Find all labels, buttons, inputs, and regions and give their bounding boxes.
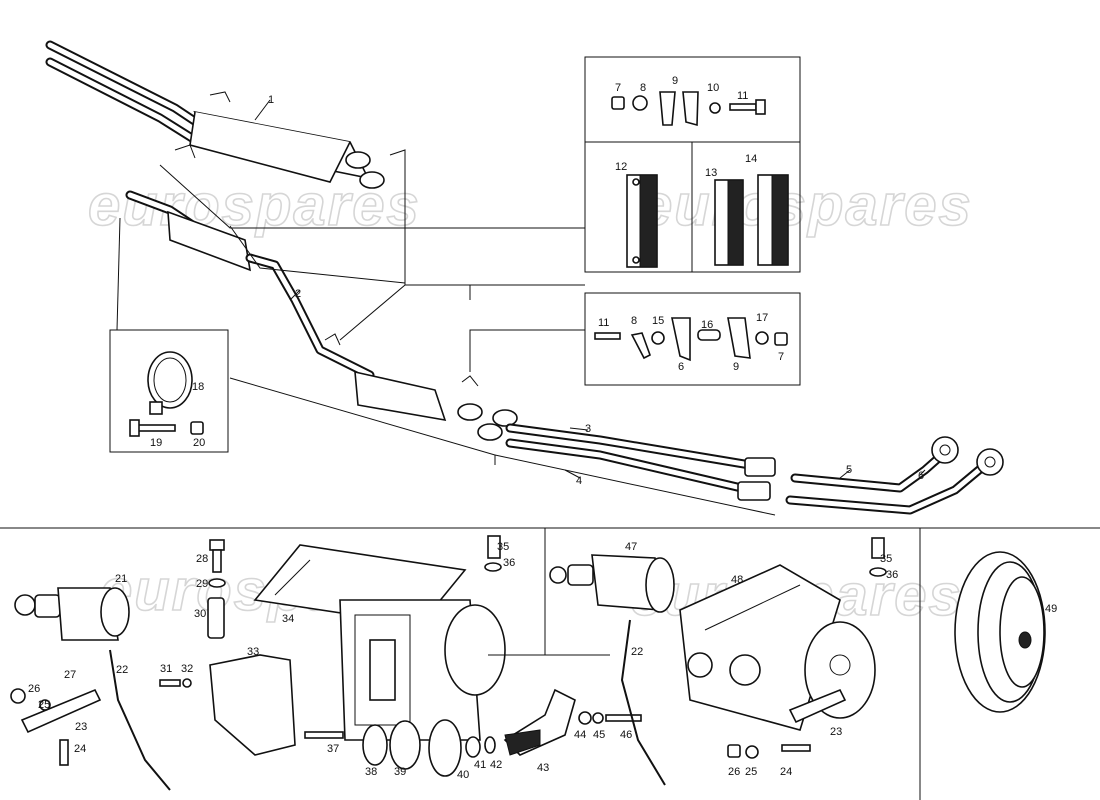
right-compressor-group [549,537,887,786]
callout-7-top: 7 [615,82,621,94]
callout-1: 1 [268,94,274,106]
callout-5: 5 [846,464,852,476]
clamp-box [109,329,229,453]
callout-47: 47 [625,541,637,553]
callout-6-exhaust: 6 [918,470,924,482]
hardware-box-plates-right [691,141,801,273]
watermark-right: eurospares [640,173,973,238]
hardware-box-top [584,56,801,143]
callout-27: 27 [64,669,76,681]
callout-42: 42 [490,759,502,771]
callout-22-left: 22 [116,664,128,676]
callout-26-right: 26 [728,766,740,778]
callout-labels: 1 2 3 4 5 6 7 8 9 10 11 12 13 14 11 8 15… [28,75,1057,781]
callout-11-top: 11 [737,90,748,102]
callout-46: 46 [620,729,632,741]
callout-39: 39 [394,766,406,778]
callout-28: 28 [196,553,208,565]
callout-25-right: 25 [745,766,757,778]
callout-4: 4 [576,475,582,487]
callout-35-left: 35 [497,541,509,553]
callout-37: 37 [327,743,339,755]
callout-49: 49 [1045,603,1057,615]
callout-21: 21 [115,573,127,585]
callout-3: 3 [585,423,591,435]
pulley-49 [954,551,1046,713]
callout-34: 34 [282,613,294,625]
callout-10: 10 [707,82,719,94]
callout-9-lower: 9 [733,361,739,373]
callout-36-left: 36 [503,557,515,569]
callout-48: 48 [731,574,743,586]
callout-44: 44 [574,729,586,741]
callout-12: 12 [615,161,627,173]
exhaust-tail-pipes [457,403,1004,515]
callout-45: 45 [593,729,605,741]
callout-41: 41 [474,759,486,771]
callout-8-top: 8 [640,82,646,94]
callout-17: 17 [756,312,768,324]
callout-7-lower: 7 [778,351,784,363]
callout-20: 20 [193,437,205,449]
left-compressor-group [10,535,642,791]
callout-11-lower: 11 [598,317,609,329]
callout-43: 43 [537,762,549,774]
callout-30: 30 [194,608,206,620]
callout-29: 29 [196,578,208,590]
callout-18: 18 [192,381,204,393]
section-divider-lines [0,527,1100,800]
callout-14: 14 [745,153,757,165]
leader-lines [116,99,926,516]
callout-16: 16 [701,319,713,331]
callout-8-lower: 8 [631,315,637,327]
callout-36-right: 36 [886,569,898,581]
callout-23-left: 23 [75,721,87,733]
callout-38: 38 [365,766,377,778]
hardware-box-plates-left [584,141,693,273]
callout-35-right: 35 [880,553,892,565]
callout-2: 2 [295,288,301,300]
callout-22-right: 22 [631,646,643,658]
callout-25-left: 25 [38,699,50,711]
callout-15: 15 [652,315,664,327]
callout-13: 13 [705,167,717,179]
exhaust-front-pipe-assembly [125,190,479,422]
callout-24-right: 24 [780,766,792,778]
callout-26-left: 26 [28,683,40,695]
callout-33: 33 [247,646,259,658]
hardware-box-lower [584,292,801,386]
callout-23-right: 23 [830,726,842,738]
callout-9-top: 9 [672,75,678,87]
callout-6-lower: 6 [678,361,684,373]
callout-19: 19 [150,437,162,449]
callout-32: 32 [181,663,193,675]
callout-31: 31 [160,663,172,675]
exhaust-upper-muffler-assembly [45,40,385,189]
callout-40: 40 [457,769,469,781]
callout-24-left: 24 [74,743,86,755]
